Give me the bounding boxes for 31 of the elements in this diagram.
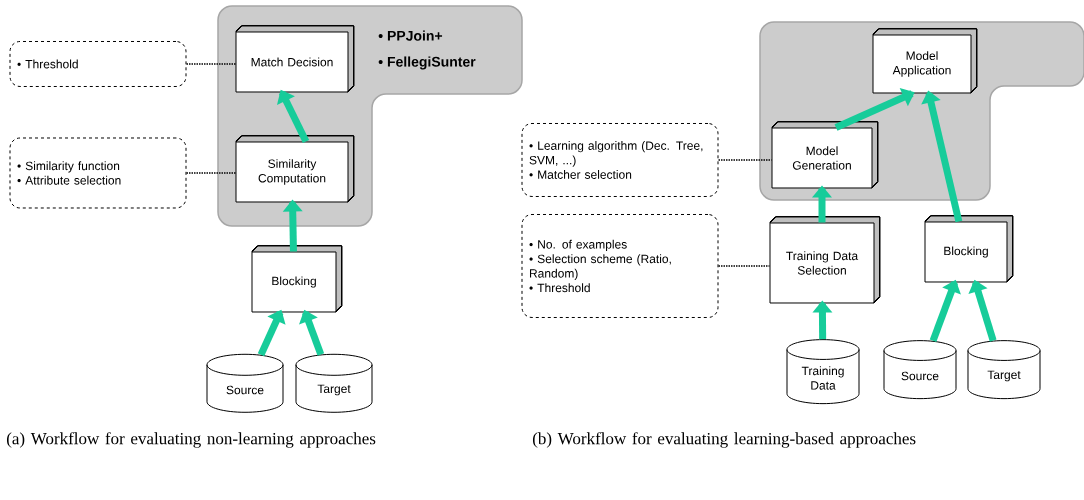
arrow xyxy=(968,279,997,342)
arrow xyxy=(812,185,832,223)
connector-line xyxy=(717,159,773,161)
parameter-box: • Threshold xyxy=(9,41,187,87)
parameter-box: • Similarity function • Attribute selection xyxy=(9,137,187,209)
connector-line xyxy=(717,265,771,267)
arrow xyxy=(929,279,961,343)
subcaption: (b) Workflow for evaluating learning-based approaches xyxy=(532,432,916,448)
arrow xyxy=(812,300,833,340)
parameter-box: • No. of examples • Selection scheme (Ratio, Random) • Threshold xyxy=(521,214,719,318)
arrow xyxy=(299,309,325,356)
process-box: Similarity Computation xyxy=(235,135,355,203)
process-box: Model Application xyxy=(872,28,978,94)
arrow xyxy=(282,199,303,252)
database-cylinder: Target xyxy=(967,340,1041,400)
connector-line xyxy=(185,63,237,65)
connector-line xyxy=(185,172,237,174)
parameter-box: • Learning algorithm (Dec. Tree, SVM, ...) • Matcher selection xyxy=(521,123,719,197)
arrow xyxy=(834,88,915,131)
process-box: Blocking xyxy=(251,245,343,313)
database-cylinder: Source xyxy=(206,353,284,413)
database-cylinder: Training Data xyxy=(786,339,860,405)
database-cylinder: Source xyxy=(883,340,957,400)
process-box: Match Decision xyxy=(235,25,355,93)
subcaption: (a) Workflow for evaluating non-learning approaches xyxy=(6,432,376,448)
process-box: Training Data Selection xyxy=(769,216,881,304)
process-box: Model Generation xyxy=(771,121,879,189)
arrow xyxy=(277,89,310,144)
database-cylinder: Target xyxy=(295,353,373,413)
process-box: Blocking xyxy=(924,215,1014,283)
arrow xyxy=(257,309,286,357)
